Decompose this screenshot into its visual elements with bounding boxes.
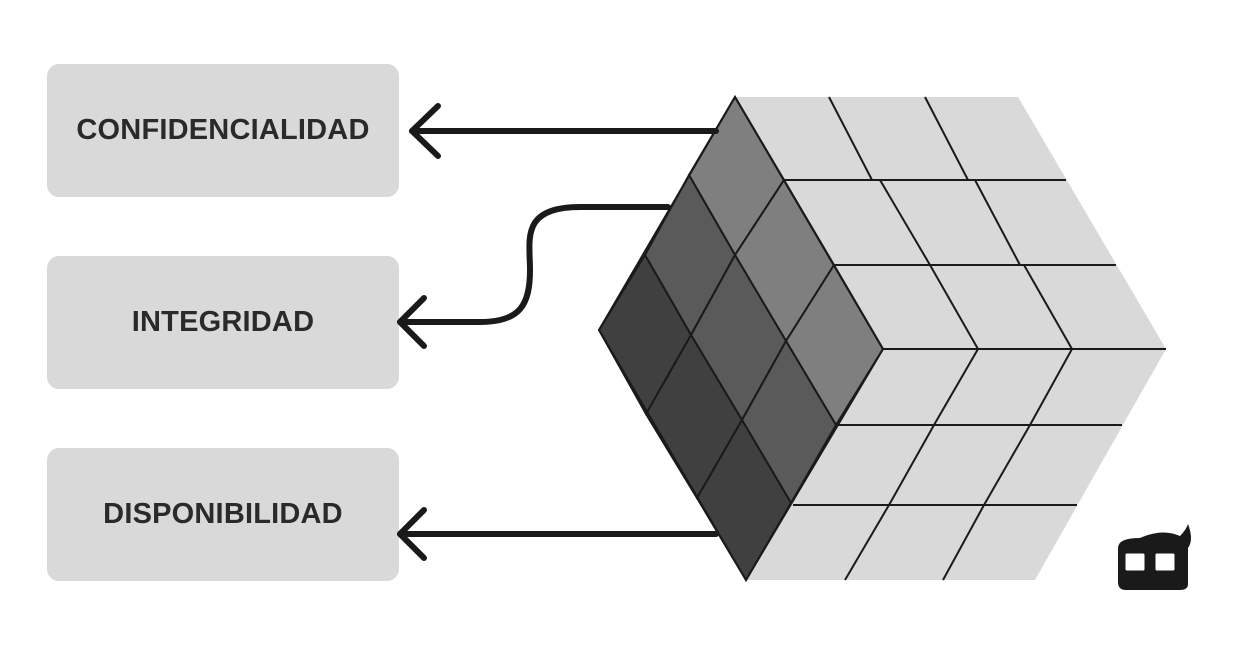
nerd-glasses-logo-icon	[1118, 524, 1191, 590]
confidencialidad-box: CONFIDENCIALIDAD	[47, 64, 399, 197]
confidencialidad-label: CONFIDENCIALIDAD	[76, 114, 370, 146]
arrow-confidencialidad	[409, 103, 719, 159]
cube-light-face	[735, 97, 1166, 580]
disponibilidad-label: DISPONIBILIDAD	[103, 498, 343, 530]
arrow-integridad	[397, 204, 671, 349]
integridad-label: INTEGRIDAD	[131, 306, 315, 338]
arrow-disponibilidad	[397, 507, 719, 561]
integridad-box: INTEGRIDAD	[47, 256, 399, 389]
disponibilidad-box: DISPONIBILIDAD	[47, 448, 399, 581]
cube	[597, 95, 1166, 582]
